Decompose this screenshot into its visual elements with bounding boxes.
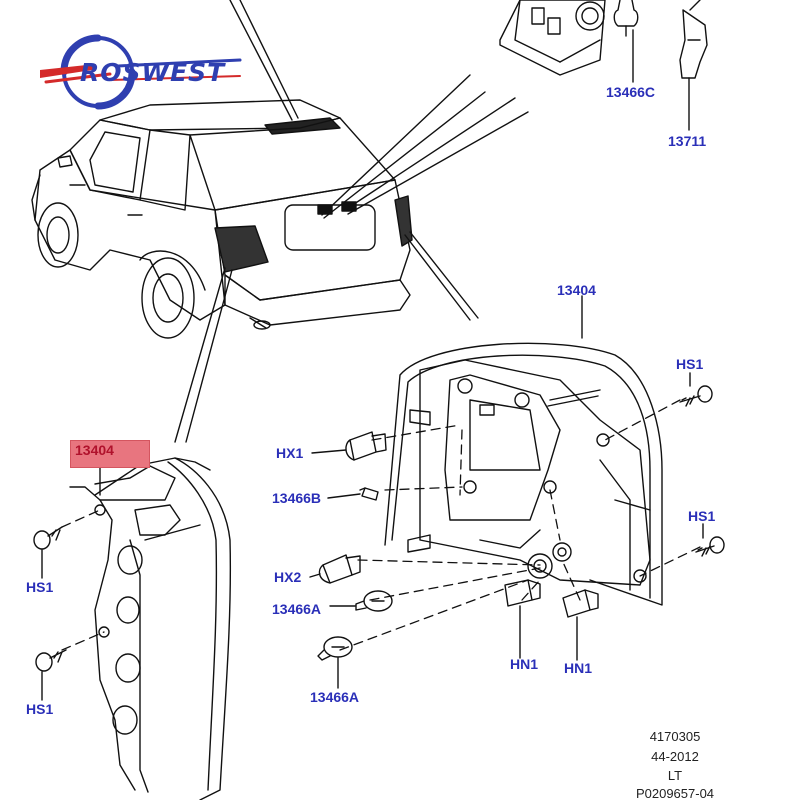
bulb-13466a-lower: [317, 636, 353, 661]
socket-hx1: [345, 431, 387, 461]
callout-hs1-right-mid: HS1: [688, 508, 716, 524]
callout-13404-main: 13404: [557, 282, 596, 298]
assembly-dash-lines: [339, 399, 701, 651]
socket-hx2: [318, 554, 361, 584]
callout-13466a-lower: 13466A: [310, 689, 360, 705]
screw-hs1-right-top: [679, 385, 713, 407]
socket-hn1-right: [562, 589, 599, 618]
callout-hx1: HX1: [276, 445, 304, 461]
leader-hx2: [309, 573, 321, 578]
info-line-3: LT: [667, 768, 683, 783]
info-line-2: 44-2012: [651, 749, 699, 764]
callout-13466a-upper: 13466A: [272, 601, 322, 617]
callout-13466b: 13466B: [272, 490, 322, 506]
leader-hx1: [311, 449, 347, 454]
socket-hn1-left: [504, 579, 541, 607]
screw-hs1-right-mid: [695, 536, 725, 557]
tail-lamp-exploded: [384, 295, 663, 606]
tail-lamp-assembled: [69, 457, 232, 800]
callout-hn1-left: HN1: [510, 656, 539, 672]
callout-hx2: HX2: [274, 569, 302, 585]
logo-emblem: [40, 34, 242, 110]
screw-hs1-left-bottom: [35, 649, 67, 672]
assembly-dash-lines-left: [61, 509, 105, 651]
callout-13466c: 13466C: [606, 84, 656, 100]
callout-hn1-right: HN1: [564, 660, 593, 676]
callout-hs1-right-top: HS1: [676, 356, 704, 372]
callout-13404-highlight: 13404: [70, 440, 150, 468]
bulb-holder-assembly: [499, 0, 708, 79]
screw-hs1-left-top: [33, 526, 63, 550]
leader-lines: [174, 0, 529, 443]
callout-hs1-left-top: HS1: [26, 579, 54, 595]
bulb-13466a-upper: [355, 590, 393, 612]
logo-text: ROSWEST: [80, 58, 226, 87]
vehicle-rear-view: [31, 99, 413, 339]
leader-13466b: [327, 493, 361, 499]
info-line-1: 4170305: [649, 729, 701, 744]
info-line-4: P0209657-04: [635, 786, 715, 801]
callout-hs1-left-bottom: HS1: [26, 701, 54, 717]
callout-13711: 13711: [668, 133, 707, 149]
bulb-13466b: [359, 487, 379, 501]
